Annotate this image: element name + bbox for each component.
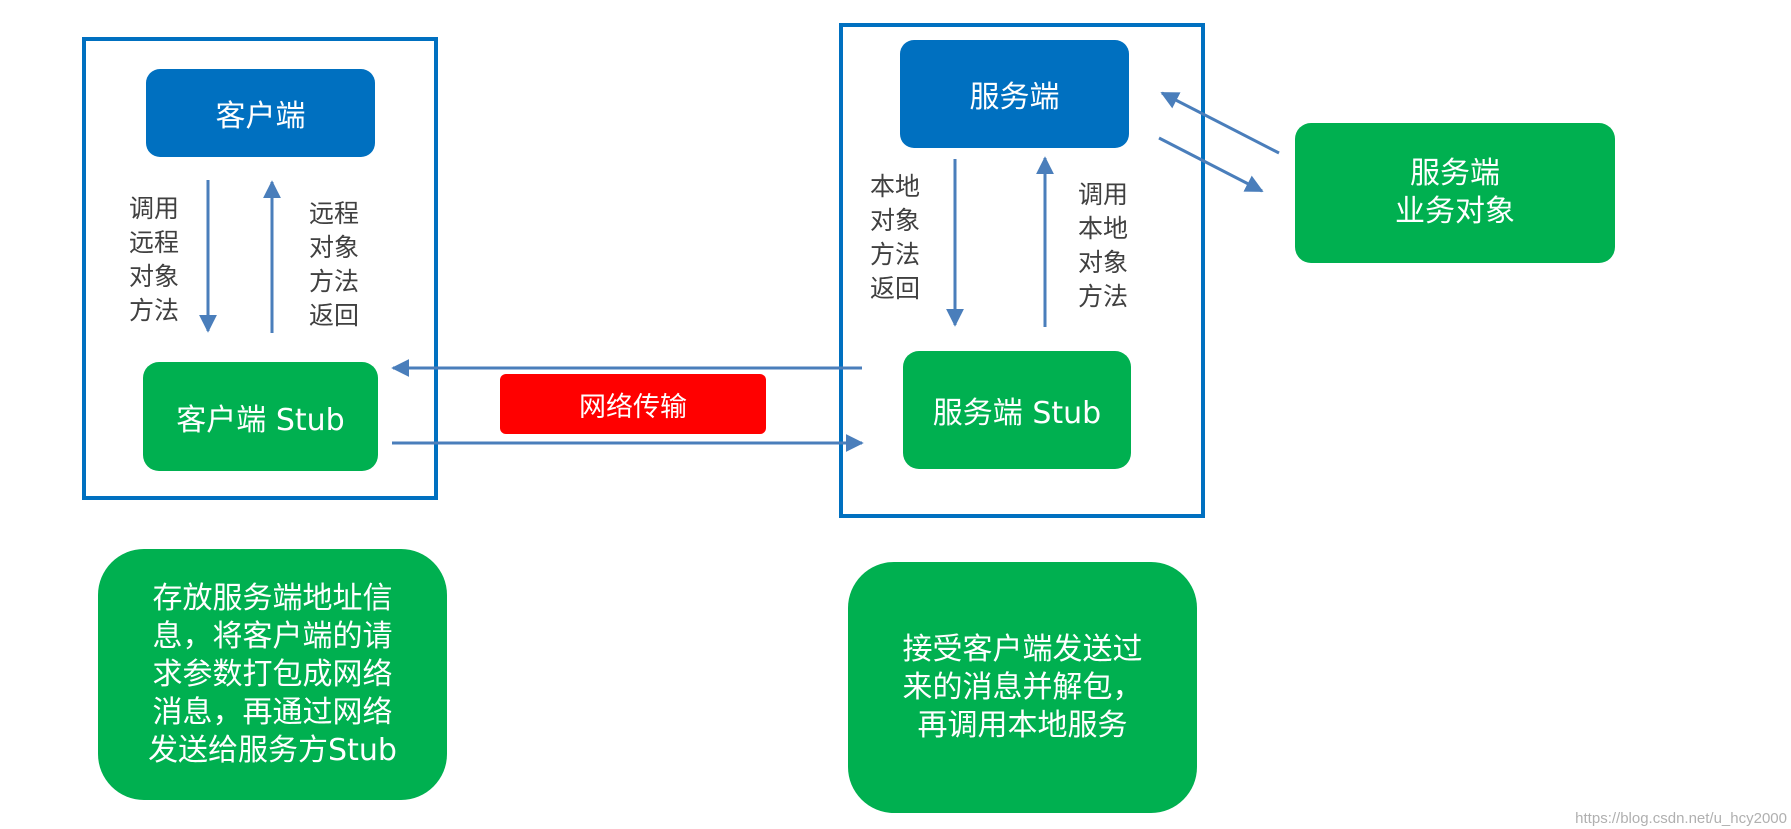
server-return-label: 本地 对象 方法 返回 xyxy=(870,172,921,303)
server-call-label: 调用 本地 对象 方法 xyxy=(1078,180,1129,311)
client-stub-box: 客户端 Stub xyxy=(143,362,378,471)
client-note-text: 存放服务端地址信 息，将客户端的请 求参数打包成网络 消息，再通过网络 发送给服… xyxy=(148,580,397,768)
business-object-box: 服务端 业务对象 xyxy=(1295,123,1615,263)
server-title: 服务端 xyxy=(969,80,1060,115)
client-return-label: 远程 对象 方法 返回 xyxy=(309,199,360,330)
server-stub-label: 服务端 Stub xyxy=(932,396,1102,431)
server-note-box: 接受客户端发送过 来的消息并解包， 再调用本地服务 xyxy=(848,562,1197,813)
business-to-server-arrow xyxy=(1160,91,1280,155)
network-box: 网络传输 xyxy=(500,374,766,434)
server-to-business-arrow xyxy=(1158,136,1264,193)
client-title: 客户端 xyxy=(215,99,306,134)
watermark-text: https://blog.csdn.net/u_hcy2000 xyxy=(1575,810,1787,827)
client-note-box: 存放服务端地址信 息，将客户端的请 求参数打包成网络 消息，再通过网络 发送给服… xyxy=(98,549,447,800)
server-frame xyxy=(839,23,1205,518)
network-label: 网络传输 xyxy=(579,391,687,423)
client-frame xyxy=(82,37,438,500)
client-box: 客户端 xyxy=(146,69,375,157)
business-object-label: 服务端 业务对象 xyxy=(1395,156,1515,229)
server-stub-box: 服务端 Stub xyxy=(903,351,1131,469)
server-note-text: 接受客户端发送过 来的消息并解包， 再调用本地服务 xyxy=(902,631,1143,743)
client-stub-label: 客户端 Stub xyxy=(176,402,345,438)
client-call-label: 调用 远程 对象 方法 xyxy=(129,194,180,325)
server-box: 服务端 xyxy=(900,40,1129,148)
